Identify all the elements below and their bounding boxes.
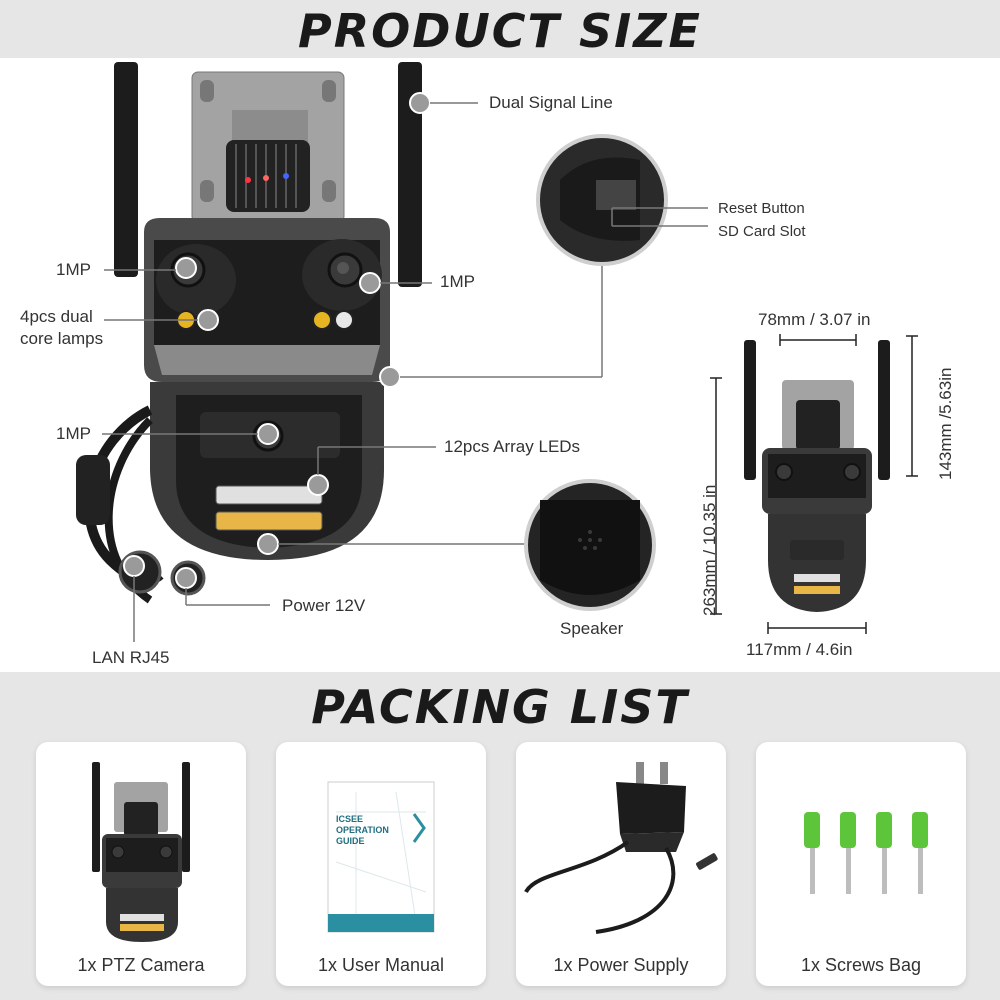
packing-item-manual: ICSEE OPERATION GUIDE 1x User Manual xyxy=(276,742,486,986)
width-top-dimension: 78mm / 3.07 in xyxy=(758,310,871,329)
right-1mp-label: 1MP xyxy=(440,272,475,291)
packing-item-screws: 1x Screws Bag xyxy=(756,742,966,986)
dual-core-lamps-label: 4pcs dual core lamps xyxy=(20,307,104,348)
warm-led-array xyxy=(215,511,323,531)
width-bottom-dimension: 117mm / 4.6in xyxy=(746,640,853,659)
lan-label: LAN RJ45 xyxy=(92,648,170,667)
camera-thumbnail xyxy=(92,762,190,942)
bottom-1mp-label: 1MP xyxy=(56,424,91,443)
left-1mp-label: 1MP xyxy=(56,260,91,279)
screw-set xyxy=(804,812,928,894)
height-total-dimension: 263mm / 10.35 in xyxy=(700,484,719,616)
product-diagram xyxy=(76,62,918,642)
manual-thumbnail xyxy=(327,781,435,933)
manual-cover-title: ICSEE OPERATION GUIDE xyxy=(336,814,389,846)
array-leds-label: 12pcs Array LEDs xyxy=(444,437,581,456)
packing-item-label: 1x User Manual xyxy=(317,955,445,975)
dimension-drawing xyxy=(744,340,890,612)
dual-signal-line-label: Dual Signal Line xyxy=(489,93,613,112)
right-antenna xyxy=(398,62,422,287)
packing-item-label: 1x Power Supply xyxy=(553,955,689,975)
packing-item-label: 1x Screws Bag xyxy=(800,955,922,975)
packing-item-label: 1x PTZ Camera xyxy=(77,955,205,975)
reset-button-label: Reset Button xyxy=(718,200,805,217)
packing-item-camera: 1x PTZ Camera xyxy=(36,742,246,986)
power-supply-thumbnail xyxy=(524,762,718,934)
speaker-label: Speaker xyxy=(560,619,624,638)
product-size-banner xyxy=(0,0,1000,58)
height-upper-dimension: 143mm /5.63in xyxy=(936,367,955,480)
white-led-array xyxy=(215,485,323,505)
product-size-heading: PRODUCT SIZE xyxy=(298,4,702,58)
sd-card-slot-label: SD Card Slot xyxy=(718,223,806,240)
left-antenna xyxy=(114,62,138,277)
screws-thumbnail xyxy=(804,812,928,894)
packing-list-heading: PACKING LIST xyxy=(311,680,689,734)
packing-item-power: 1x Power Supply xyxy=(516,742,726,986)
power-label: Power 12V xyxy=(282,596,366,615)
